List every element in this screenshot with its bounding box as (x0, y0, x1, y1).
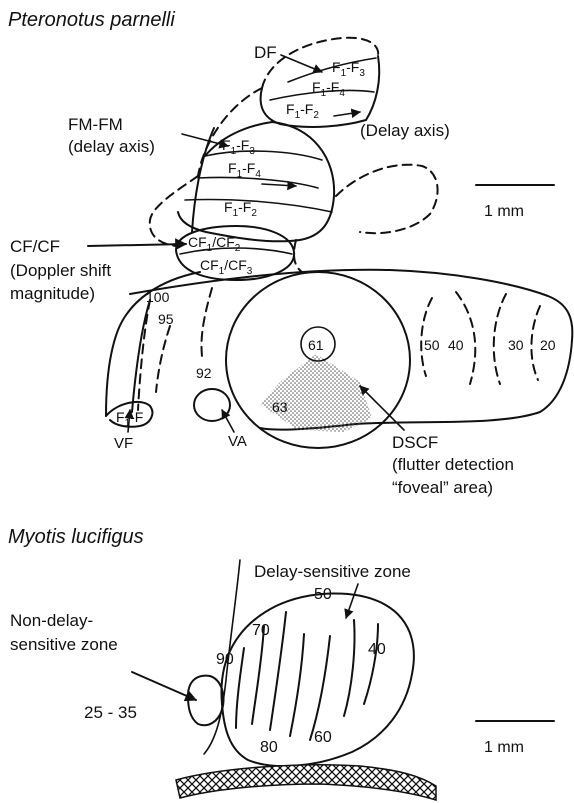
freq-label-30: 30 (508, 337, 524, 353)
species-title-bottom: Myotis lucifigus (8, 526, 144, 548)
df-arrow (281, 55, 322, 72)
df-row-2: F1-F4 (312, 79, 345, 99)
contour-95 (156, 326, 170, 392)
vf-label: VF (114, 435, 133, 452)
nondelay-zone-line2: sensitive zone (10, 635, 118, 654)
top-panel: Pteronotus parnelli DF F1-F3 F1-F4 F1-F2… (8, 9, 572, 497)
cfcf-row-2: CF1/CF3 (200, 257, 253, 277)
freq-label-92: 92 (196, 365, 212, 381)
fmfm-delay-arrow (262, 184, 296, 186)
species-title-top: Pteronotus parnelli (8, 9, 175, 31)
fmfm-row-3: F1-F2 (224, 199, 257, 219)
iso-delay-line-1 (236, 648, 244, 728)
df-delay-axis-arrow (334, 112, 360, 116)
iso-delay-line-6 (344, 620, 355, 716)
contour-100 (138, 300, 150, 410)
df-row-3: F1-F2 (286, 101, 319, 121)
delay-zone-arrow (346, 584, 358, 618)
freq-label-63: 63 (272, 399, 288, 415)
freq-label-61: 61 (308, 337, 324, 353)
df-row-1: F1-F3 (332, 59, 365, 79)
fmfm-label-line1: FM-FM (68, 115, 123, 134)
fmfm-row-1: F1-F3 (222, 137, 255, 157)
scale-bar-top-label: 1 mm (484, 203, 524, 220)
iso-delay-line-7 (364, 624, 378, 704)
df-delay-axis-label: (Delay axis) (360, 121, 450, 140)
va-label: VA (228, 433, 247, 450)
freq-label-95: 95 (158, 311, 174, 327)
crosshatched-band (176, 765, 436, 800)
dscf-label-line2: (flutter detection (392, 455, 514, 474)
iso-delay-line-5 (310, 636, 330, 740)
scale-bar-bottom-label: 1 mm (484, 739, 524, 756)
dscf-label-line3: “foveal” area) (392, 478, 493, 497)
dashed-contour-upper (336, 165, 438, 233)
contour-92 (201, 288, 212, 356)
dashed-contour-right (294, 240, 302, 272)
delay-value-50: 50 (314, 586, 332, 603)
delay-zone-label: Delay-sensitive zone (254, 562, 411, 581)
freq-label-50: 50 (424, 337, 440, 353)
iso-delay-line-2 (252, 626, 264, 724)
contour-30 (494, 294, 506, 384)
dscf-foveal-stipple (260, 354, 372, 432)
iso-delay-line-4 (290, 634, 304, 736)
df-label: DF (254, 43, 277, 62)
nondelay-zone-arrow (132, 672, 196, 700)
delay-value-60: 60 (314, 729, 332, 746)
freq-label-40: 40 (448, 337, 464, 353)
cfcf-arrow (88, 244, 186, 246)
delay-value-80: 80 (260, 739, 278, 756)
bottom-panel: Myotis lucifigus Delay-sensitive zone No… (8, 526, 554, 800)
iso-delay-line-3 (270, 612, 286, 730)
delay-value-40: 40 (368, 641, 386, 658)
dscf-label-line1: DSCF (392, 433, 438, 452)
cfcf-label-line2: (Doppler shift (10, 261, 111, 280)
nondelay-zone-line1: Non-delay- (10, 611, 93, 630)
cfcf-label-line1: CF/CF (10, 237, 60, 256)
dscf-region (226, 272, 410, 448)
delay-value-70: 70 (252, 622, 270, 639)
freq-label-100: 100 (146, 289, 170, 305)
nondelay-zone-outline (188, 676, 224, 726)
fmfm-label-line2: (delay axis) (68, 137, 155, 156)
delay-value-90: 90 (216, 651, 234, 668)
nondelay-range-label: 25 - 35 (84, 703, 137, 722)
freq-label-20: 20 (540, 337, 556, 353)
cfcf-label-line3: magnitude) (10, 284, 95, 303)
contour-20 (531, 306, 540, 380)
